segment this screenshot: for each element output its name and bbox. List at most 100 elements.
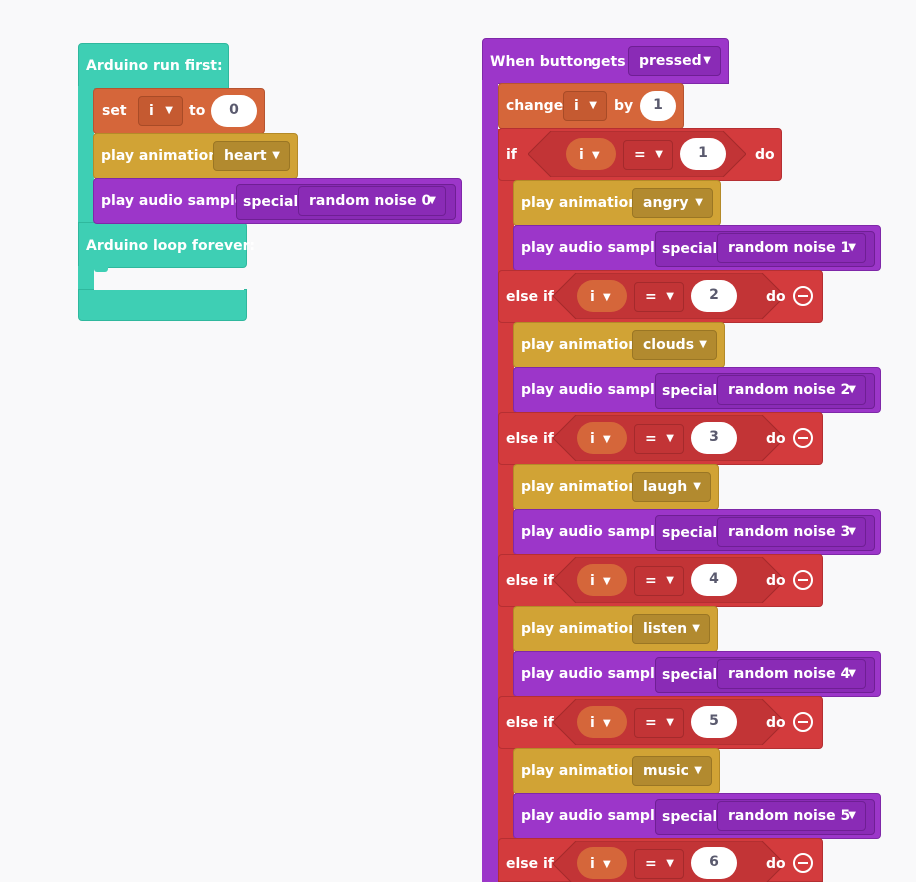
sound-name: random noise 2 — [728, 382, 851, 398]
sound-dropdown[interactable]: random noise 4 ▼ — [717, 659, 866, 689]
operator-value: = — [634, 147, 646, 163]
caret-down-icon: ▼ — [699, 339, 707, 350]
animation-dropdown[interactable]: clouds ▼ — [632, 330, 717, 360]
button-state-dropdown[interactable]: pressed ▼ — [628, 46, 721, 76]
caret-down-icon: ▼ — [603, 292, 611, 303]
animation-dropdown[interactable]: angry ▼ — [632, 188, 713, 218]
play-audio-label: play audio sample — [521, 382, 665, 398]
variable-reporter[interactable] — [577, 422, 627, 454]
variable-dropdown[interactable]: i ▼ — [563, 91, 607, 121]
sound-dropdown[interactable]: random noise 2 ▼ — [717, 375, 866, 405]
variable-name: i — [590, 573, 595, 589]
play-audio-label: play audio sample — [521, 240, 665, 256]
minus-circle-icon[interactable] — [793, 853, 813, 873]
play-animation-label: play animation — [521, 763, 639, 779]
caret-down-icon: ▼ — [603, 576, 611, 587]
caret-down-icon: ▼ — [603, 859, 611, 870]
play-audio-label: play audio sample — [521, 666, 665, 682]
animation-name: music — [643, 763, 689, 779]
number-input[interactable]: 3 — [691, 422, 737, 454]
sound-name: random noise 3 — [728, 524, 851, 540]
caret-down-icon: ▼ — [694, 765, 702, 776]
variable-reporter[interactable] — [577, 706, 627, 738]
category-label: special — [243, 194, 299, 210]
number-input[interactable]: 1 — [680, 138, 726, 170]
set-label: set — [102, 103, 127, 119]
sound-dropdown[interactable]: random noise 3 ▼ — [717, 517, 866, 547]
when-button-label: When button — [490, 54, 593, 70]
play-audio-label: play audio sample — [101, 193, 245, 209]
animation-name: angry — [643, 195, 689, 211]
variable-reporter[interactable] — [577, 847, 627, 879]
operator-dropdown[interactable]: = ▼ — [634, 282, 684, 312]
number-input[interactable]: 6 — [691, 847, 737, 879]
loop-forever-label: Arduino loop forever: — [86, 238, 256, 254]
animation-dropdown[interactable]: laugh ▼ — [632, 472, 711, 502]
caret-down-icon: ▼ — [693, 481, 701, 492]
caret-down-icon: ▼ — [666, 858, 674, 869]
gets-label: gets — [591, 54, 626, 70]
sound-name: random noise 0 — [309, 193, 432, 209]
sound-dropdown[interactable]: random noise 0 ▼ — [298, 186, 446, 216]
animation-name: laugh — [643, 479, 688, 495]
minus-circle-icon[interactable] — [793, 712, 813, 732]
else-if-label: else if — [506, 573, 554, 589]
by-label: by — [614, 98, 634, 114]
change-label: change — [506, 98, 564, 114]
sound-dropdown[interactable]: random noise 1 ▼ — [717, 233, 866, 263]
minus-circle-icon[interactable] — [793, 570, 813, 590]
animation-dropdown[interactable]: listen ▼ — [632, 614, 710, 644]
operator-dropdown[interactable]: = ▼ — [634, 424, 684, 454]
do-label: do — [766, 289, 786, 305]
caret-down-icon: ▼ — [848, 384, 856, 395]
operator-dropdown[interactable]: = ▼ — [634, 849, 684, 879]
caret-down-icon: ▼ — [428, 195, 436, 206]
category-label: special — [662, 809, 718, 825]
variable-name: i — [590, 715, 595, 731]
sound-name: random noise 5 — [728, 808, 851, 824]
variable-reporter[interactable] — [566, 138, 616, 170]
variable-name: i — [590, 856, 595, 872]
caret-down-icon: ▼ — [848, 242, 856, 253]
caret-down-icon: ▼ — [695, 197, 703, 208]
number-input[interactable]: 4 — [691, 564, 737, 596]
caret-down-icon: ▼ — [603, 718, 611, 729]
animation-name: heart — [224, 148, 267, 164]
run-first-label: Arduino run first: — [86, 58, 223, 74]
else-if-label: else if — [506, 856, 554, 872]
category-label: special — [662, 667, 718, 683]
caret-down-icon: ▼ — [666, 575, 674, 586]
variable-reporter[interactable] — [577, 280, 627, 312]
caret-down-icon: ▼ — [655, 149, 663, 160]
sound-dropdown[interactable]: random noise 5 ▼ — [717, 801, 866, 831]
operator-dropdown[interactable]: = ▼ — [623, 140, 673, 170]
minus-circle-icon[interactable] — [793, 428, 813, 448]
play-audio-label: play audio sample — [521, 524, 665, 540]
operator-dropdown[interactable]: = ▼ — [634, 566, 684, 596]
do-label: do — [766, 715, 786, 731]
number-input[interactable]: 5 — [691, 706, 737, 738]
variable-name: i — [149, 103, 154, 119]
caret-down-icon: ▼ — [666, 291, 674, 302]
minus-circle-icon[interactable] — [793, 286, 813, 306]
number-input[interactable]: 1 — [640, 91, 676, 121]
caret-down-icon: ▼ — [165, 105, 173, 116]
number-input[interactable]: 2 — [691, 280, 737, 312]
animation-dropdown[interactable]: music ▼ — [632, 756, 712, 786]
animation-name: listen — [643, 621, 688, 637]
caret-down-icon: ▼ — [603, 434, 611, 445]
play-animation-label: play animation — [521, 337, 639, 353]
animation-dropdown[interactable]: heart ▼ — [213, 141, 290, 171]
caret-down-icon: ▼ — [703, 55, 711, 66]
variable-reporter[interactable] — [577, 564, 627, 596]
else-if-label: else if — [506, 289, 554, 305]
variable-dropdown[interactable]: i ▼ — [138, 96, 183, 126]
play-animation-label: play animation — [521, 621, 639, 637]
operator-dropdown[interactable]: = ▼ — [634, 708, 684, 738]
category-label: special — [662, 525, 718, 541]
variable-name: i — [590, 289, 595, 305]
number-input[interactable]: 0 — [211, 95, 257, 127]
operator-value: = — [645, 431, 657, 447]
play-audio-label: play audio sample — [521, 808, 665, 824]
else-if-label: else if — [506, 715, 554, 731]
